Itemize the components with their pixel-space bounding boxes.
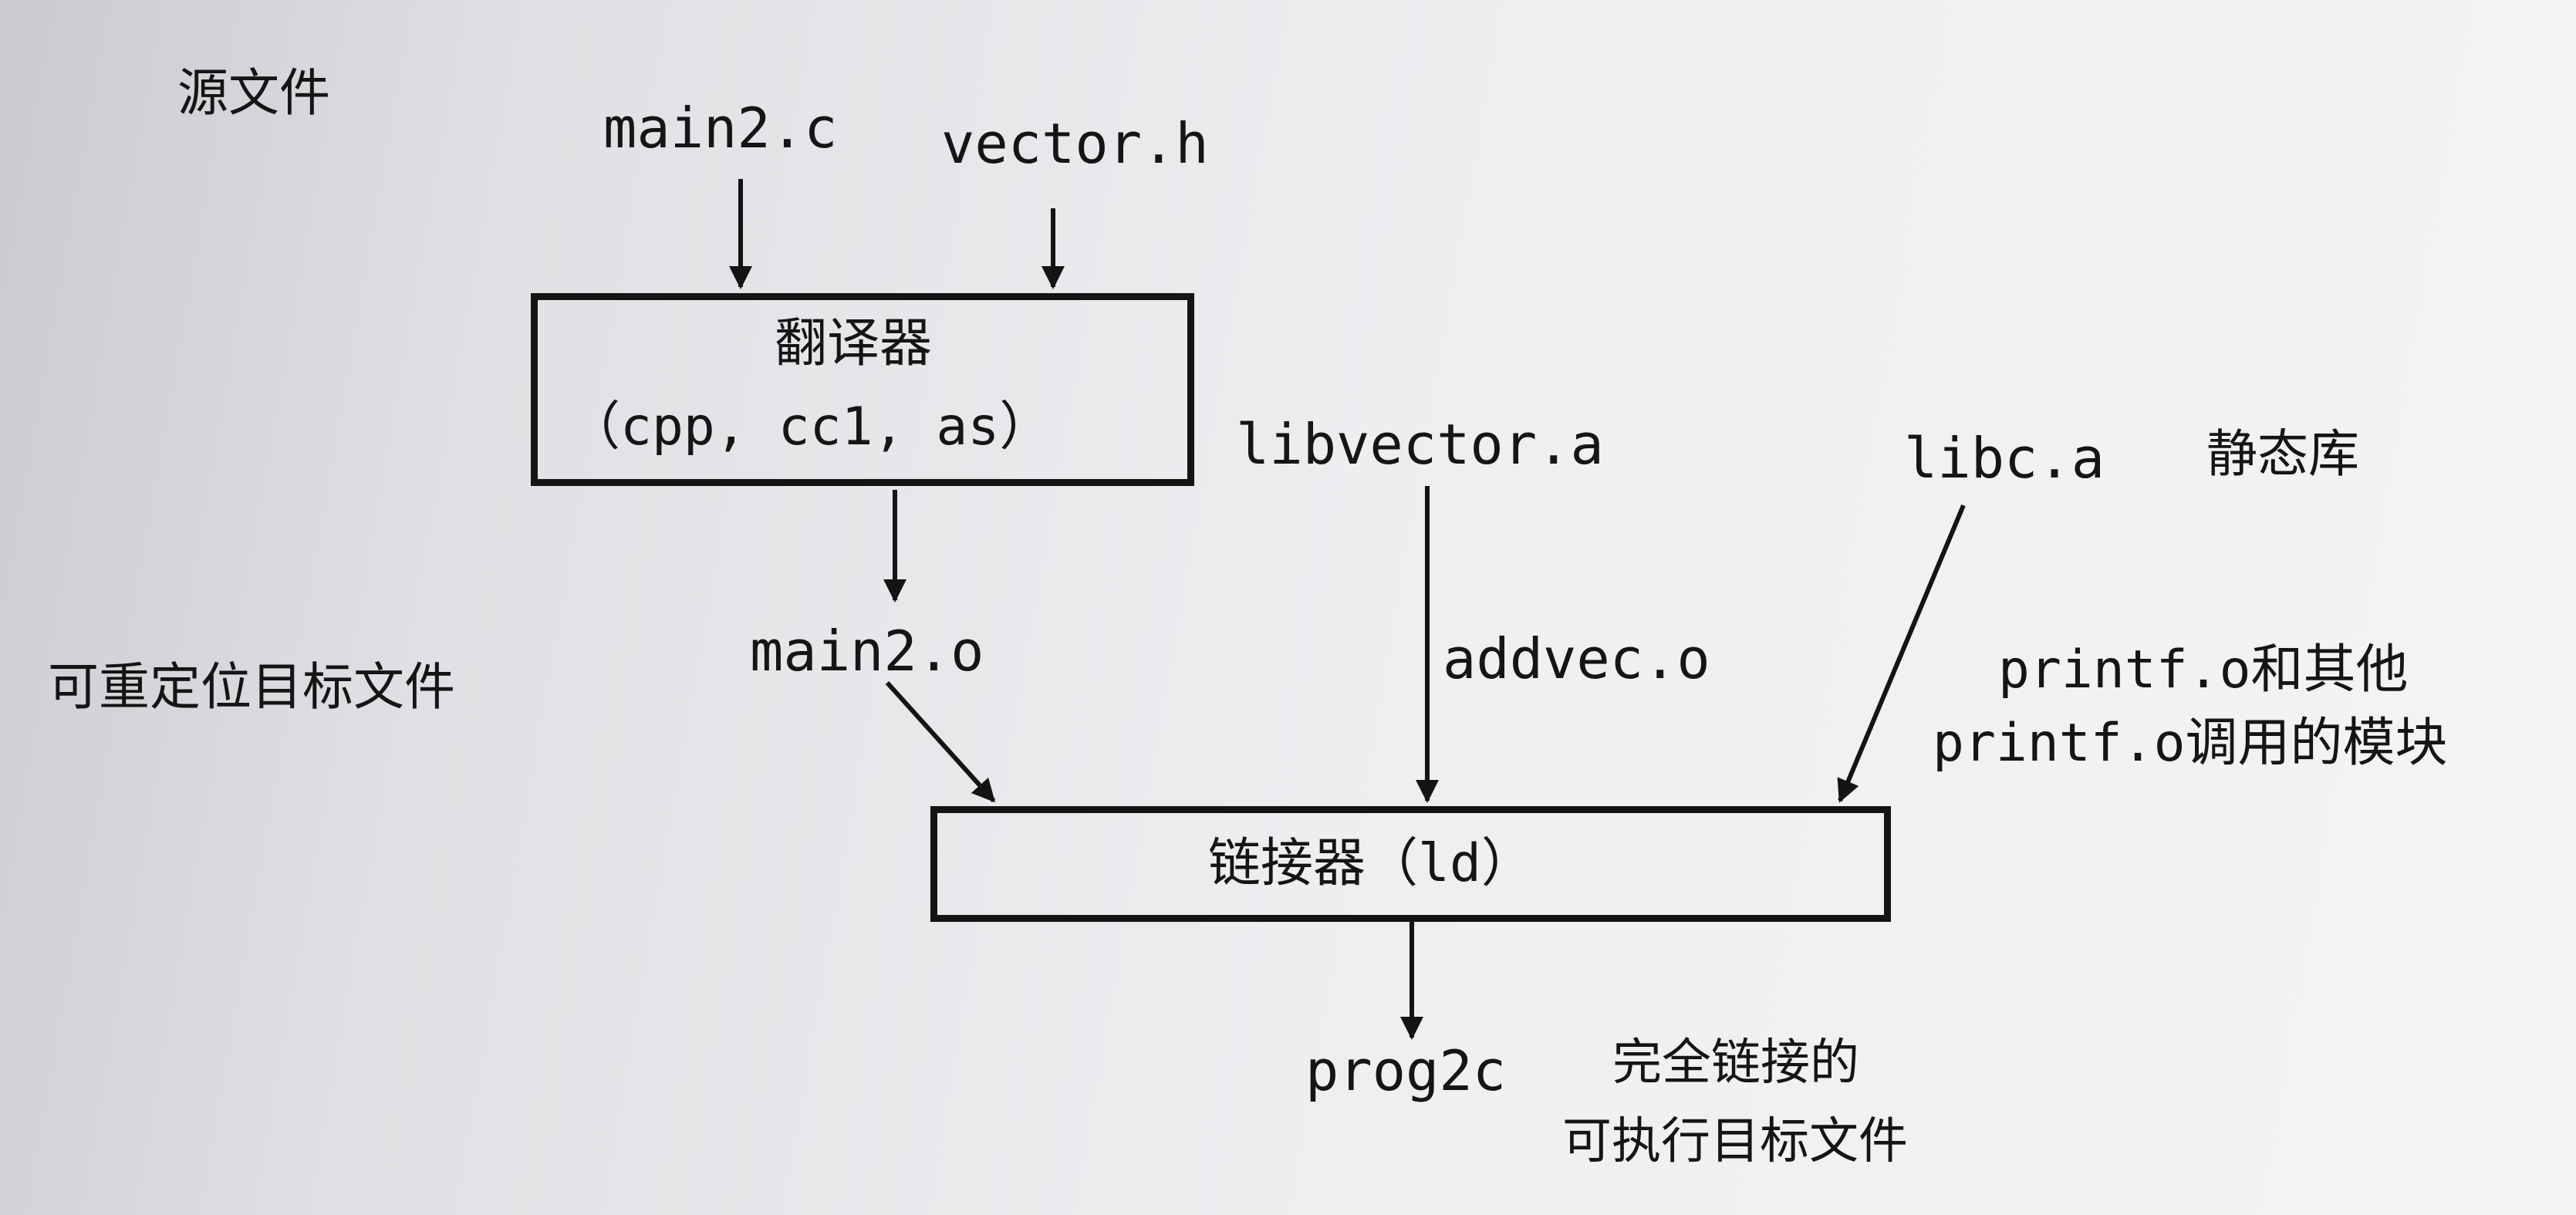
label-executable-line1: 完全链接的 <box>1612 1034 1859 1092</box>
source-vector-h: vector.h <box>941 111 1209 176</box>
label-static-libs: 静态库 <box>2206 424 2359 484</box>
label-relocatable-files: 可重定位目标文件 <box>48 657 455 717</box>
translator-box <box>531 293 1194 486</box>
translator-title: 翻译器 <box>775 313 933 374</box>
arrow-main-o-to-linker <box>885 680 996 803</box>
arrow-libc-to-linker <box>1837 504 1966 803</box>
library-libc: libc.a <box>1904 426 2105 491</box>
object-addvec-o: addvec.o <box>1443 626 1710 691</box>
object-printf-line1: printf.o和其他 <box>1998 640 2409 700</box>
object-main-o: main2.o <box>750 619 984 683</box>
label-source-files: 源文件 <box>177 63 330 123</box>
source-main-c: main2.c <box>603 96 838 160</box>
output-prog2c: prog2c <box>1305 1038 1507 1103</box>
translator-tools: （cpp, cc1, as） <box>568 397 1052 457</box>
object-printf-line2: printf.o调用的模块 <box>1933 713 2448 774</box>
label-executable-line2: 可执行目标文件 <box>1562 1113 1908 1170</box>
linker-box <box>930 806 1891 922</box>
library-libvector: libvector.a <box>1236 412 1604 477</box>
linker-label: 链接器（ld） <box>1208 833 1534 894</box>
